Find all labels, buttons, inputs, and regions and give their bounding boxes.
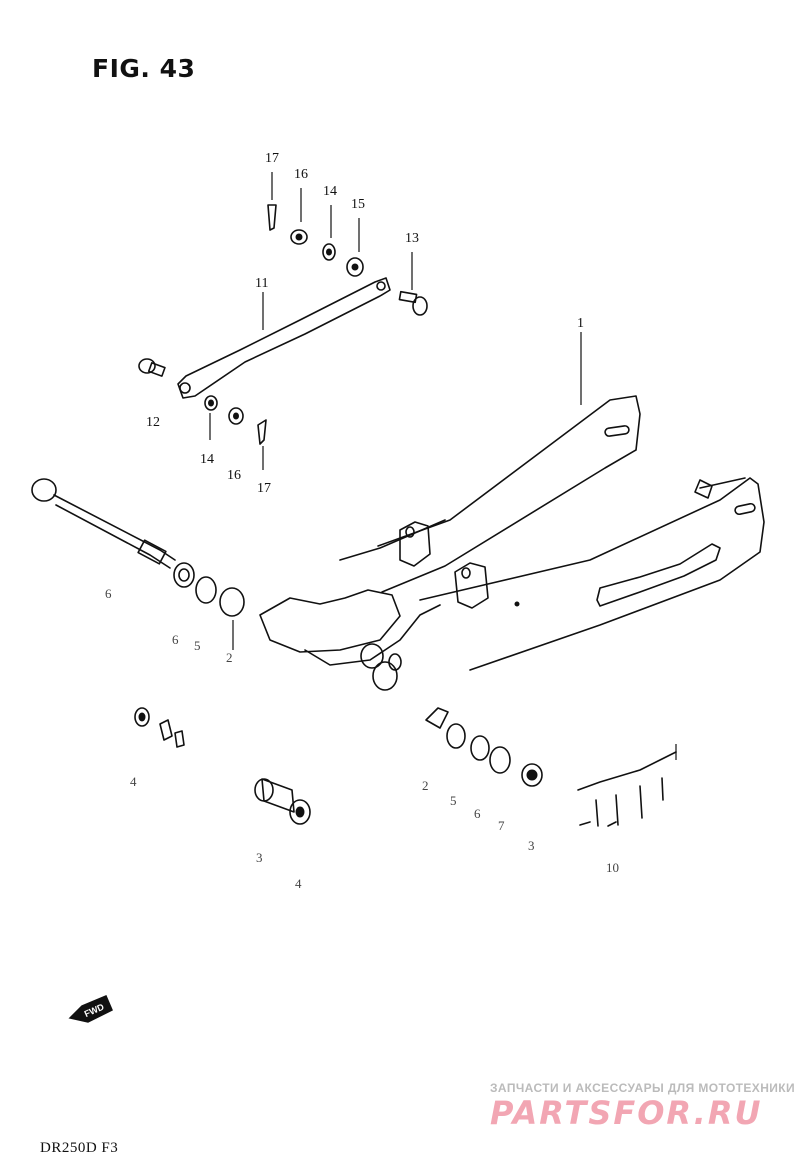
- bushing-set-center: [254, 778, 311, 825]
- label-16-bottom: 16: [227, 468, 241, 483]
- washer-top: [322, 205, 336, 261]
- swingarm: [259, 332, 765, 671]
- cotter-pin-top: [267, 172, 277, 231]
- bushing-set-left: [134, 707, 185, 748]
- label-16-top: 16: [294, 167, 308, 182]
- part-labels: 17 16 14 15 13 11 1 12 14 16 17 6 6 5 2 …: [105, 151, 619, 891]
- watermark-tagline: ЗАПЧАСТИ И АКСЕССУАРЫ ДЛЯ МОТОТЕХНИКИ: [490, 1081, 796, 1095]
- label-6-b: 6: [172, 632, 179, 647]
- watermark-logo: PARTSFOR.RU: [490, 1094, 763, 1132]
- bolt-13: [398, 252, 428, 316]
- bolt-12: [138, 358, 166, 377]
- lower-rod-hardware: [204, 395, 267, 470]
- torque-rod: [177, 277, 391, 399]
- label-6-c: 6: [474, 806, 481, 821]
- label-17-bottom: 17: [257, 481, 271, 496]
- label-3-a: 3: [528, 838, 535, 853]
- bracket-10: [577, 744, 677, 827]
- label-10: 10: [606, 860, 619, 875]
- label-2-b: 2: [422, 778, 429, 793]
- label-7: 7: [498, 818, 505, 833]
- label-2-a: 2: [226, 650, 233, 665]
- fwd-arrow-icon: FWD: [68, 995, 113, 1023]
- label-14-top: 14: [323, 184, 337, 199]
- pivot-stack-right: [360, 643, 402, 691]
- label-6-a: 6: [105, 586, 112, 601]
- label-1: 1: [577, 316, 584, 331]
- label-15: 15: [351, 197, 365, 212]
- bushing-set-right: [425, 707, 543, 787]
- label-4-a: 4: [130, 774, 137, 789]
- nut-top: [290, 188, 308, 245]
- figure-title: FIG. 43: [92, 54, 196, 83]
- label-12: 12: [146, 415, 160, 430]
- label-5-b: 5: [450, 793, 457, 808]
- label-14-bottom: 14: [200, 452, 214, 467]
- label-4-b: 4: [295, 876, 302, 891]
- label-3-b: 3: [256, 850, 263, 865]
- pivot-shaft: [31, 478, 176, 569]
- washer-large-top: [346, 218, 364, 277]
- label-5-a: 5: [194, 638, 201, 653]
- diagram-code: DR250D F3: [40, 1140, 119, 1156]
- label-17-top: 17: [265, 151, 279, 166]
- label-11: 11: [255, 276, 268, 291]
- label-13: 13: [405, 231, 419, 246]
- pivot-spacers: [173, 562, 245, 650]
